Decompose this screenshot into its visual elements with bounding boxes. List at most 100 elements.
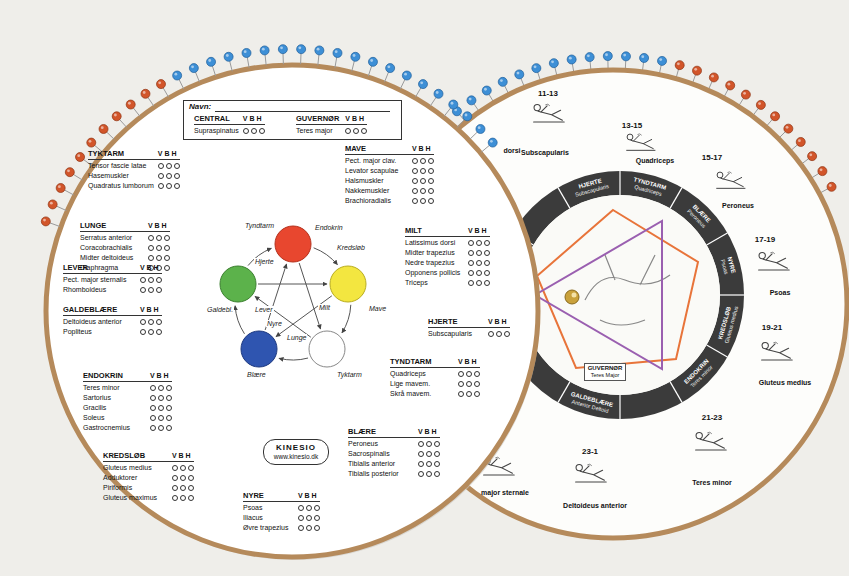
answer-circle xyxy=(298,505,304,511)
governor-tag: GUVERNØRTeres Major xyxy=(584,363,627,380)
muscle-name: Serratus anterior xyxy=(80,234,132,241)
pin-needle xyxy=(385,72,389,82)
pin-head xyxy=(488,138,497,147)
answer-circle xyxy=(474,381,480,387)
muscle-name: Deltoideus anterior xyxy=(63,318,122,325)
pin-highlight xyxy=(711,75,714,78)
pin-highlight xyxy=(727,83,730,86)
column-header: V B H xyxy=(345,115,364,122)
pin-head xyxy=(784,124,793,133)
answer-circle xyxy=(484,280,490,286)
pentagon-orange xyxy=(537,210,698,368)
pin-needle xyxy=(352,61,355,72)
time-range: 19-21 xyxy=(762,324,782,332)
answer-circle xyxy=(156,235,162,241)
pin-highlight xyxy=(67,169,70,172)
pin-highlight xyxy=(317,48,320,51)
muscle-name: Adduktorer xyxy=(103,474,137,481)
pin-highlight xyxy=(677,62,680,65)
ring-divider xyxy=(619,395,620,419)
heading-underline xyxy=(83,381,172,382)
pin-highlight xyxy=(517,72,520,75)
answer-circle xyxy=(412,158,418,164)
answer-circle xyxy=(164,235,170,241)
pin-head xyxy=(157,80,166,89)
pin-head xyxy=(351,52,360,61)
pin-head xyxy=(658,56,667,65)
pin-head xyxy=(315,46,324,55)
pin-needle xyxy=(179,79,184,89)
center-pin xyxy=(565,290,579,304)
circle-fill xyxy=(241,331,277,367)
pin-needle xyxy=(444,108,451,117)
circle-shape xyxy=(308,330,346,368)
muscle-label: Deltoideus anterior xyxy=(563,502,627,509)
pin-needle xyxy=(335,57,337,68)
triangle-purple xyxy=(535,221,662,369)
pin-needle xyxy=(148,97,154,106)
pin-highlight xyxy=(370,59,373,62)
logo-box: KINESIOwww.kinesio.dk xyxy=(263,439,329,464)
cycle-arrow xyxy=(279,358,308,360)
answer-circle xyxy=(306,505,312,511)
element-label: Galdebl. xyxy=(206,306,234,313)
pin-head xyxy=(56,183,65,192)
muscle-name: Gluteus maximus xyxy=(103,494,157,501)
muscle-name: Rhomboideus xyxy=(63,286,106,293)
pin-needle xyxy=(133,108,140,117)
answer-circle xyxy=(476,240,482,246)
answer-circle xyxy=(420,158,426,164)
pin-head xyxy=(65,168,74,177)
logo-text: KINESIO xyxy=(274,443,318,453)
answer-circle xyxy=(148,319,154,325)
inner-dial xyxy=(520,195,720,395)
pin-highlight xyxy=(641,55,644,58)
answer-circle xyxy=(156,329,162,335)
pin-head xyxy=(549,59,558,68)
answer-circle xyxy=(496,331,502,337)
answer-circle xyxy=(474,391,480,397)
answer-circle xyxy=(158,405,164,411)
circle-fill xyxy=(330,266,366,302)
muscle-name: Piriformis xyxy=(103,484,132,491)
muscle-name: Tensor fascie latae xyxy=(88,162,146,169)
pin-highlight xyxy=(143,91,146,94)
answer-circle xyxy=(476,260,482,266)
circle-fill xyxy=(309,331,345,367)
answer-circle xyxy=(148,277,154,283)
column-header: V B H xyxy=(298,492,317,499)
pin-highlight xyxy=(551,60,554,63)
muscle-name: Coracobrachialis xyxy=(80,244,132,251)
pin-highlight xyxy=(335,50,338,53)
pin-highlight xyxy=(89,140,92,143)
answer-circle xyxy=(148,287,154,293)
answer-circle xyxy=(418,451,424,457)
answer-circle xyxy=(418,461,424,467)
ring-divider xyxy=(707,345,728,357)
answer-circle xyxy=(468,260,474,266)
column-header: V B H xyxy=(488,318,507,325)
heading-underline xyxy=(296,124,367,125)
element-label: Mave xyxy=(368,305,387,312)
answer-circle xyxy=(434,441,440,447)
answer-circle xyxy=(150,405,156,411)
muscle-label: Peroneus xyxy=(722,202,754,209)
pin-needle xyxy=(457,119,464,127)
pin-head xyxy=(498,77,507,86)
time-range: 13-15 xyxy=(622,122,642,130)
pin-needle xyxy=(230,61,233,72)
answer-circle xyxy=(166,425,172,431)
answer-circle xyxy=(148,235,154,241)
group-heading: ENDOKRIN xyxy=(83,372,123,380)
muscle-name: Psoas xyxy=(243,504,262,511)
web-address: www.kinesio.dk xyxy=(274,453,318,461)
muscle-name: Teres minor xyxy=(83,384,120,391)
pin-highlight xyxy=(208,59,211,62)
answer-circle xyxy=(164,265,170,271)
element-label: Lever xyxy=(254,306,274,313)
ring-divider xyxy=(720,294,744,295)
group-heading: NYRE xyxy=(243,492,264,500)
element-circle: MaveMilt xyxy=(329,265,367,303)
pin-highlight xyxy=(587,54,590,57)
control-arrow xyxy=(276,296,332,337)
